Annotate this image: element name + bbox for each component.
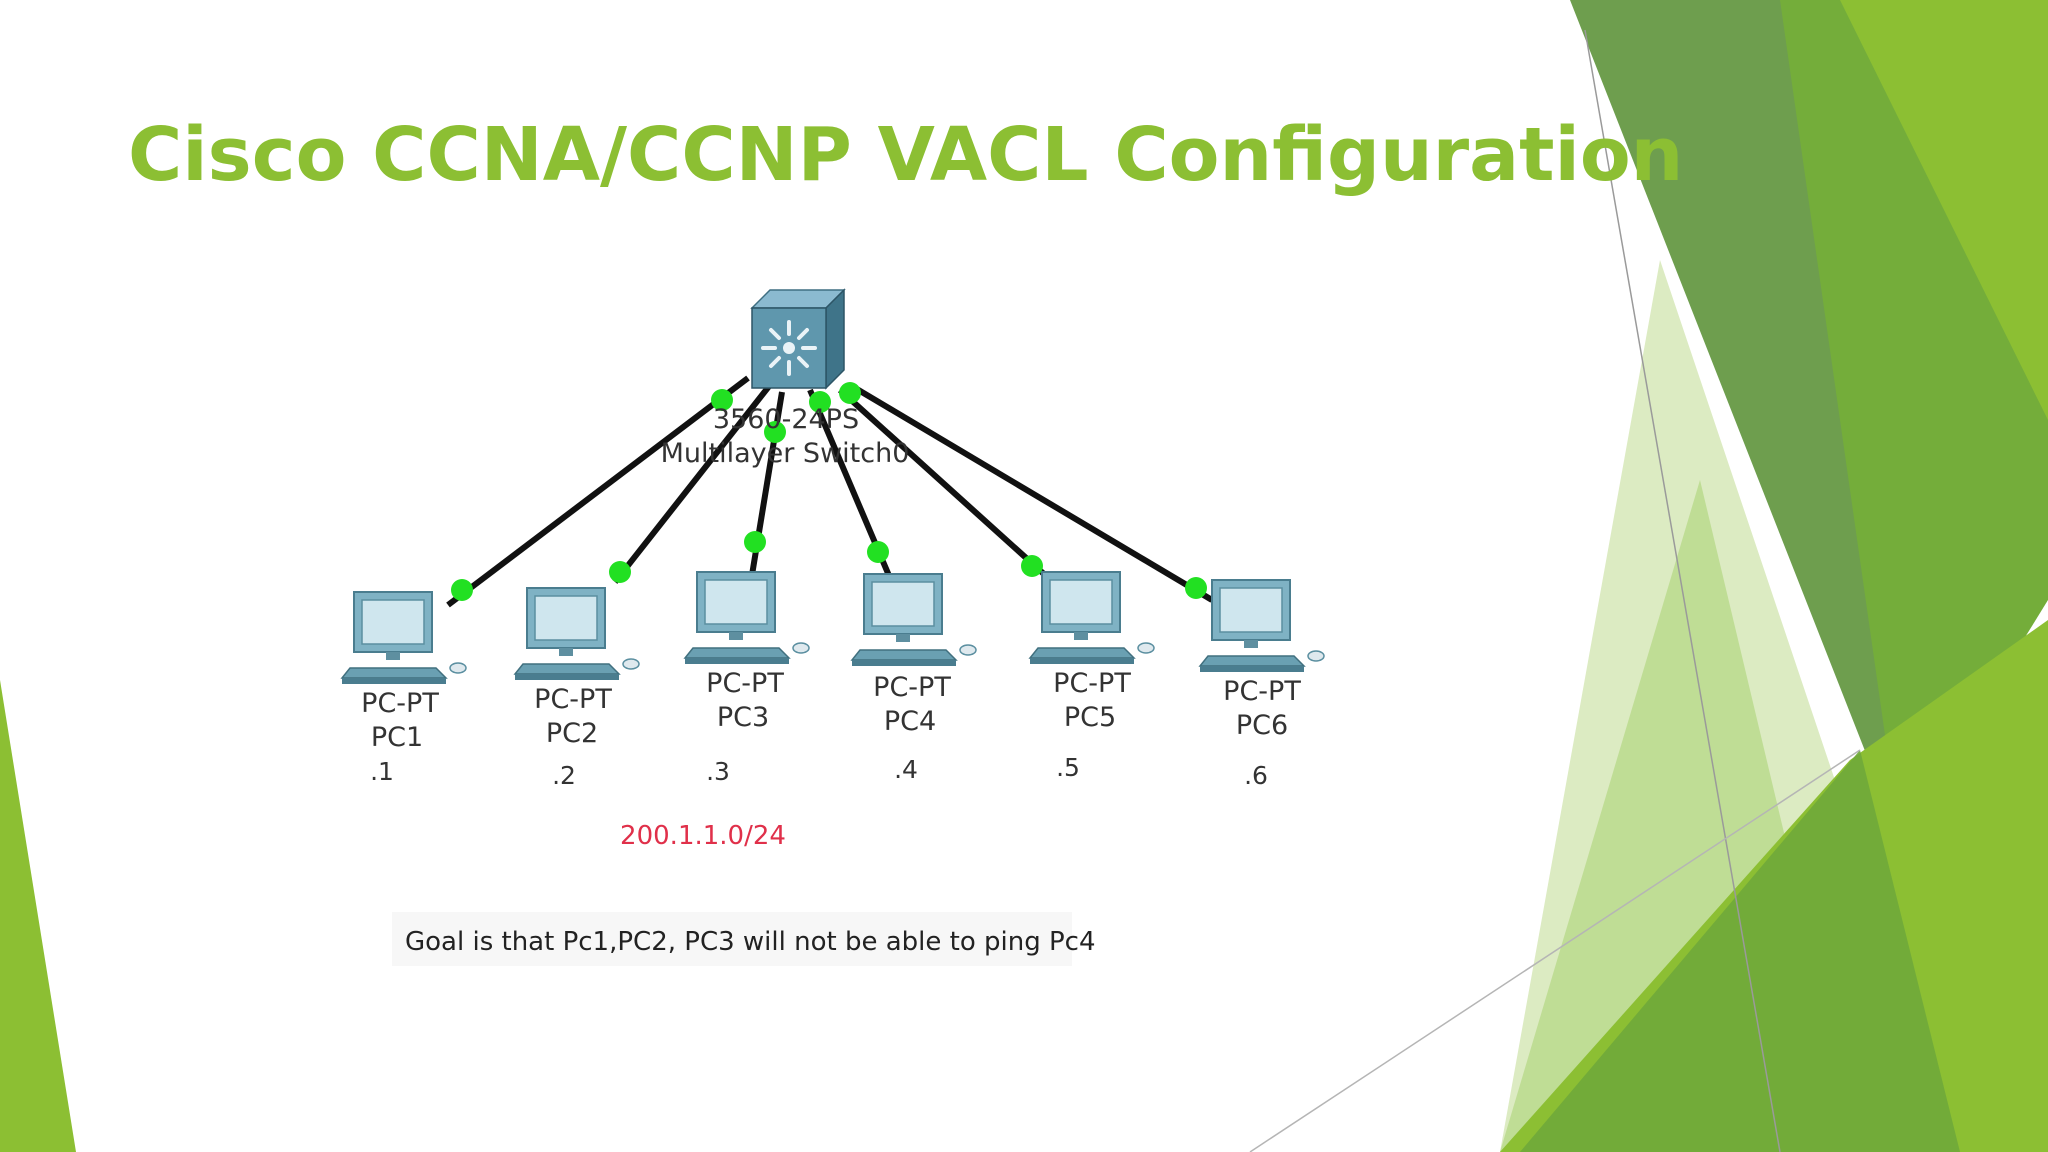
link-pc5 (837, 387, 1048, 578)
link-pc6 (848, 382, 1214, 603)
link-pc2 (612, 383, 773, 584)
switch-model-label: 3560-24PS (713, 404, 859, 435)
decor-thin-line (1249, 749, 1861, 1152)
desktop-pc-icon (1199, 579, 1325, 673)
pc2-type-label: PC-PT (534, 684, 612, 715)
pc2-ip-label: .2 (552, 761, 576, 790)
subnet-label: 200.1.1.0/24 (620, 821, 786, 851)
link-endpoint-dot (1185, 577, 1207, 599)
switch-name-label: Multilayer Switch0 (661, 438, 910, 469)
pc4-type-label: PC-PT (873, 672, 951, 703)
desktop-pc-icon (514, 587, 640, 681)
pc2-name-label: PC2 (546, 718, 598, 749)
link-endpoint-dot (609, 561, 631, 583)
link-endpoint-dot (839, 382, 861, 404)
pc6-name-label: PC6 (1236, 710, 1288, 741)
pc6-type-label: PC-PT (1223, 676, 1301, 707)
pc3-node: PC-PT PC3 .3 (684, 571, 810, 786)
link-endpoint-dot (711, 389, 733, 411)
link-endpoint-dot (1021, 555, 1043, 577)
pc6-ip-label: .6 (1244, 761, 1268, 790)
goal-text: Goal is that Pc1,PC2, PC3 will not be ab… (405, 927, 1096, 957)
desktop-pc-icon (851, 573, 977, 667)
pc1-ip-label: .1 (370, 757, 394, 786)
link-endpoint-dot (744, 531, 766, 553)
pc5-ip-label: .5 (1056, 753, 1080, 782)
slide-title: Cisco CCNA/CCNP VACL Configuration (128, 112, 1684, 198)
pc4-node: PC-PT PC4 .4 (851, 573, 977, 784)
pc6-node: PC-PT PC6 .6 (1199, 579, 1325, 790)
pc1-name-label: PC1 (371, 722, 423, 753)
pc3-type-label: PC-PT (706, 668, 784, 699)
pc2-node: PC-PT PC2 .2 (514, 587, 640, 790)
desktop-pc-icon (341, 591, 467, 685)
desktop-pc-icon (1029, 571, 1155, 665)
link-endpoint-dot (809, 391, 831, 413)
decor-left-green-wedge (0, 680, 76, 1152)
decor-thin-line (1584, 29, 1781, 1152)
pc5-node: PC-PT PC5 .5 (1029, 571, 1155, 782)
pc4-ip-label: .4 (894, 755, 918, 784)
link-endpoint-dot (764, 421, 786, 443)
pc5-type-label: PC-PT (1053, 668, 1131, 699)
pc5-name-label: PC5 (1064, 702, 1116, 733)
decor-bright-green-facet (1840, 0, 2048, 420)
link-endpoint-dot (451, 579, 473, 601)
pc1-node: PC-PT PC1 .1 (341, 591, 467, 786)
pc4-name-label: PC4 (884, 706, 936, 737)
pc3-ip-label: .3 (706, 757, 730, 786)
link-pc1 (446, 375, 750, 608)
decor-bottom-dark-facet (1520, 750, 1960, 1152)
goal-text-box (392, 912, 1072, 966)
link-endpoint-dot (867, 541, 889, 563)
multilayer-switch-icon (750, 288, 846, 390)
pc1-type-label: PC-PT (361, 688, 439, 719)
pc3-name-label: PC3 (717, 702, 769, 733)
desktop-pc-icon (684, 571, 810, 665)
